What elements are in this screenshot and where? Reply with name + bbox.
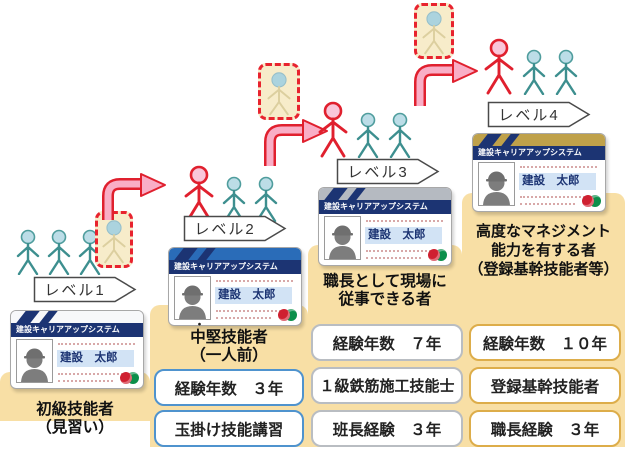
worker-figure-icon — [16, 229, 40, 275]
card-system-title: 建設キャリアアップシステム — [473, 146, 605, 160]
level1-pennant-label: レベル1 — [44, 282, 106, 299]
card-number-dots — [366, 257, 421, 259]
promoted-worker-ghost-icon — [422, 11, 446, 55]
level4-description: 高度なマネジメント 能力を有する者 （登録基幹技能者等） — [468, 223, 619, 278]
lead-worker-figure-icon — [484, 38, 514, 95]
promotion-arrow-2-icon — [264, 119, 328, 166]
promoted-worker-ghost-icon — [102, 220, 126, 264]
ccus-logo-icon — [582, 195, 601, 207]
level3-worker-group — [316, 101, 414, 158]
promotion-arrow-3-icon — [414, 59, 478, 106]
card-photo — [16, 339, 53, 383]
level2-requirement-experience: 経験年数 ３年 — [154, 369, 304, 406]
card-number-dots — [216, 310, 293, 312]
card-system-title: 建設キャリアアップシステム — [169, 260, 301, 274]
level4-pennant-label: レベル4 — [498, 107, 560, 124]
ccus-logo-icon — [428, 249, 447, 261]
level1-worker-group — [14, 229, 104, 275]
level4-requirement-registered: 登録基幹技能者 — [469, 367, 621, 404]
card-number-dots — [520, 166, 597, 168]
worker-figure-icon — [522, 49, 546, 95]
card-number-dots — [216, 280, 293, 282]
worker-figure-icon — [47, 229, 71, 275]
card-number-dots — [520, 203, 575, 205]
ccus-card-level2: 建設キャリアアップシステム 建設 太郎 — [168, 247, 302, 326]
level3-requirement-experience: 経験年数 ７年 — [311, 324, 463, 361]
worker-figure-icon — [356, 112, 380, 158]
lead-worker-figure-icon — [318, 101, 348, 158]
promotion-arrow-1-icon — [102, 173, 166, 220]
worker-figure-icon — [554, 49, 578, 95]
level2-description: 中堅技能者 （一人前） — [190, 329, 268, 364]
level3-pennant-label: レベル3 — [347, 164, 409, 181]
promoted-worker-box-level3 — [414, 3, 454, 59]
card-holder-name: 建設 太郎 — [215, 287, 292, 304]
level3-requirement-license: １級鉄筋施工技能士 — [311, 367, 463, 404]
promoted-worker-box-level2 — [258, 63, 300, 120]
level4-worker-group — [482, 38, 580, 95]
worker-figure-icon — [388, 112, 412, 158]
card-number-dots — [58, 343, 135, 345]
ccus-logo-icon — [120, 372, 139, 384]
card-color-strip — [169, 248, 301, 260]
card-system-title: 建設キャリアアップシステム — [319, 200, 451, 214]
level2-pennant: レベル2 — [183, 215, 287, 242]
level4-requirement-foreman: 職長経験 ３年 — [469, 410, 621, 447]
card-holder-name: 建設 太郎 — [365, 227, 442, 244]
card-number-dots — [366, 250, 443, 252]
level3-pennant: レベル3 — [336, 158, 440, 185]
level1-description: 初級技能者 （見習い） — [36, 401, 114, 436]
card-number-dots — [520, 196, 597, 198]
card-color-strip — [319, 188, 451, 200]
card-color-strip — [473, 134, 605, 146]
card-holder-name: 建設 太郎 — [57, 350, 134, 367]
worker-figure-icon — [254, 176, 278, 222]
card-photo — [324, 216, 361, 260]
ccus-card-level4: 建設キャリアアップシステム 建設 太郎 — [472, 133, 606, 212]
promoted-worker-ghost-icon — [267, 72, 291, 116]
card-number-dots — [366, 220, 443, 222]
card-number-dots — [58, 380, 113, 382]
level4-pennant: レベル4 — [487, 101, 591, 128]
card-color-strip — [11, 311, 143, 323]
level2-dot-note: ・ — [193, 317, 207, 332]
card-system-title: 建設キャリアアップシステム — [11, 323, 143, 337]
ccus-card-level1: 建設キャリアアップシステム 建設 太郎 — [10, 310, 144, 389]
card-photo — [174, 276, 211, 320]
card-holder-name: 建設 太郎 — [519, 173, 596, 190]
level2-worker-group — [182, 165, 280, 222]
card-number-dots — [58, 373, 135, 375]
lead-worker-figure-icon — [184, 165, 214, 222]
ccus-card-level3: 建設キャリアアップシステム 建設 太郎 — [318, 187, 452, 266]
worker-figure-icon — [222, 176, 246, 222]
step-level4 — [462, 193, 625, 447]
level4-requirement-experience: 経験年数 １０年 — [469, 324, 621, 361]
ccus-logo-icon — [278, 309, 297, 321]
level1-pennant: レベル1 — [33, 276, 137, 303]
card-photo — [478, 162, 515, 206]
level3-requirement-leader: 班長経験 ３年 — [311, 410, 463, 447]
level2-requirement-training: 玉掛け技能講習 — [154, 410, 304, 447]
level2-pennant-label: レベル2 — [194, 221, 256, 238]
level3-description: 職長として現場に 従事できる者 — [323, 273, 447, 308]
card-number-dots — [216, 317, 271, 319]
promoted-worker-box-level1 — [95, 211, 133, 268]
